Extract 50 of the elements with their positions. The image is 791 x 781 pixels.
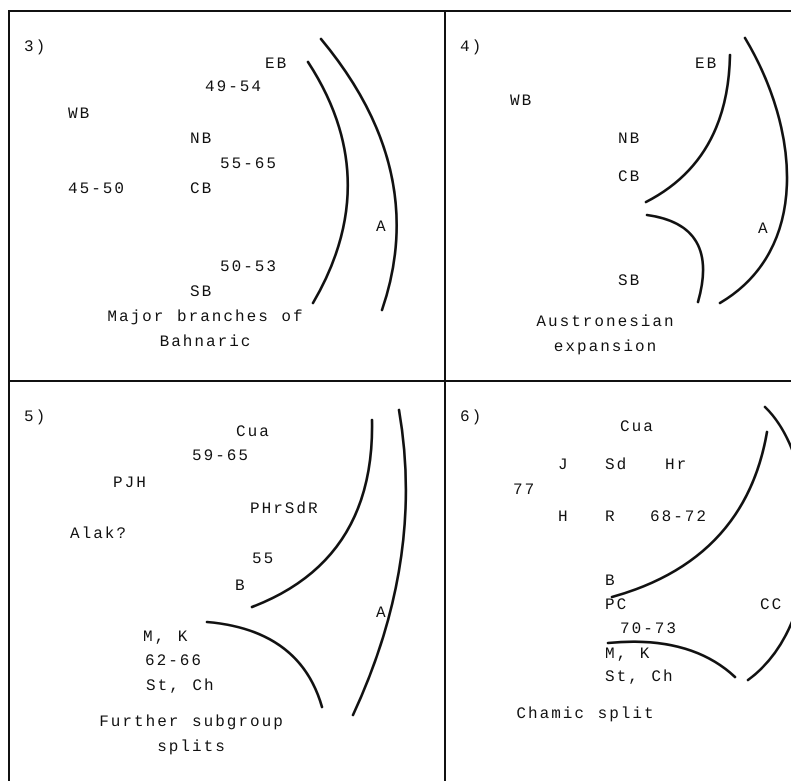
language-label: CC	[760, 596, 784, 614]
date-label: 62-66	[145, 652, 204, 670]
language-label: H	[558, 508, 570, 526]
language-label: SB	[618, 272, 642, 290]
language-label: PJH	[113, 474, 148, 492]
panel-caption: Major branches of Bahnaric	[106, 307, 306, 353]
panel-number: 3)	[24, 38, 48, 56]
language-label: B	[605, 572, 617, 590]
language-label: WB	[510, 92, 534, 110]
panel-caption: Further subgroup splits	[98, 712, 286, 758]
date-label: 45-50	[68, 180, 126, 198]
language-label: A	[758, 220, 770, 238]
language-label: EB	[265, 55, 288, 73]
language-label: B	[235, 577, 247, 595]
date-label: 68-72	[650, 508, 708, 526]
language-label: Alak?	[70, 525, 128, 543]
language-label: J	[558, 456, 570, 474]
panel-number: 5)	[24, 408, 48, 426]
map-panel	[8, 10, 446, 382]
language-label: EB	[695, 55, 718, 73]
language-label: St, Ch	[605, 668, 675, 686]
language-label: A	[376, 218, 388, 236]
panel-number: 6)	[460, 408, 484, 426]
language-label: PC	[605, 596, 628, 614]
date-label: 77	[513, 481, 536, 499]
language-label: CB	[190, 180, 214, 198]
language-label: Hr	[665, 456, 688, 474]
panel-number: 4)	[460, 38, 484, 56]
language-label: NB	[618, 130, 642, 148]
language-label: M, K	[605, 645, 652, 663]
language-label: NB	[190, 130, 214, 148]
language-label: CB	[618, 168, 642, 186]
date-label: 70-73	[620, 620, 678, 638]
language-label: Cua	[620, 418, 655, 436]
date-label: 55-65	[220, 155, 278, 173]
language-label: PHrSdR	[250, 500, 320, 518]
language-label: Cua	[236, 423, 271, 441]
language-label: Sd	[605, 456, 628, 474]
date-label: 50-53	[220, 258, 278, 276]
language-label: R	[605, 508, 617, 526]
language-label: SB	[190, 283, 214, 301]
panel-caption: Austronesian expansion	[535, 312, 677, 358]
date-label: 55	[252, 550, 276, 568]
date-label: 49-54	[205, 78, 264, 96]
panel-caption: Chamic split	[515, 704, 657, 725]
language-label: WB	[68, 105, 92, 123]
language-label: St, Ch	[146, 677, 216, 695]
date-label: 59-65	[192, 447, 250, 465]
language-label: M, K	[143, 628, 190, 646]
language-label: A	[376, 604, 388, 622]
